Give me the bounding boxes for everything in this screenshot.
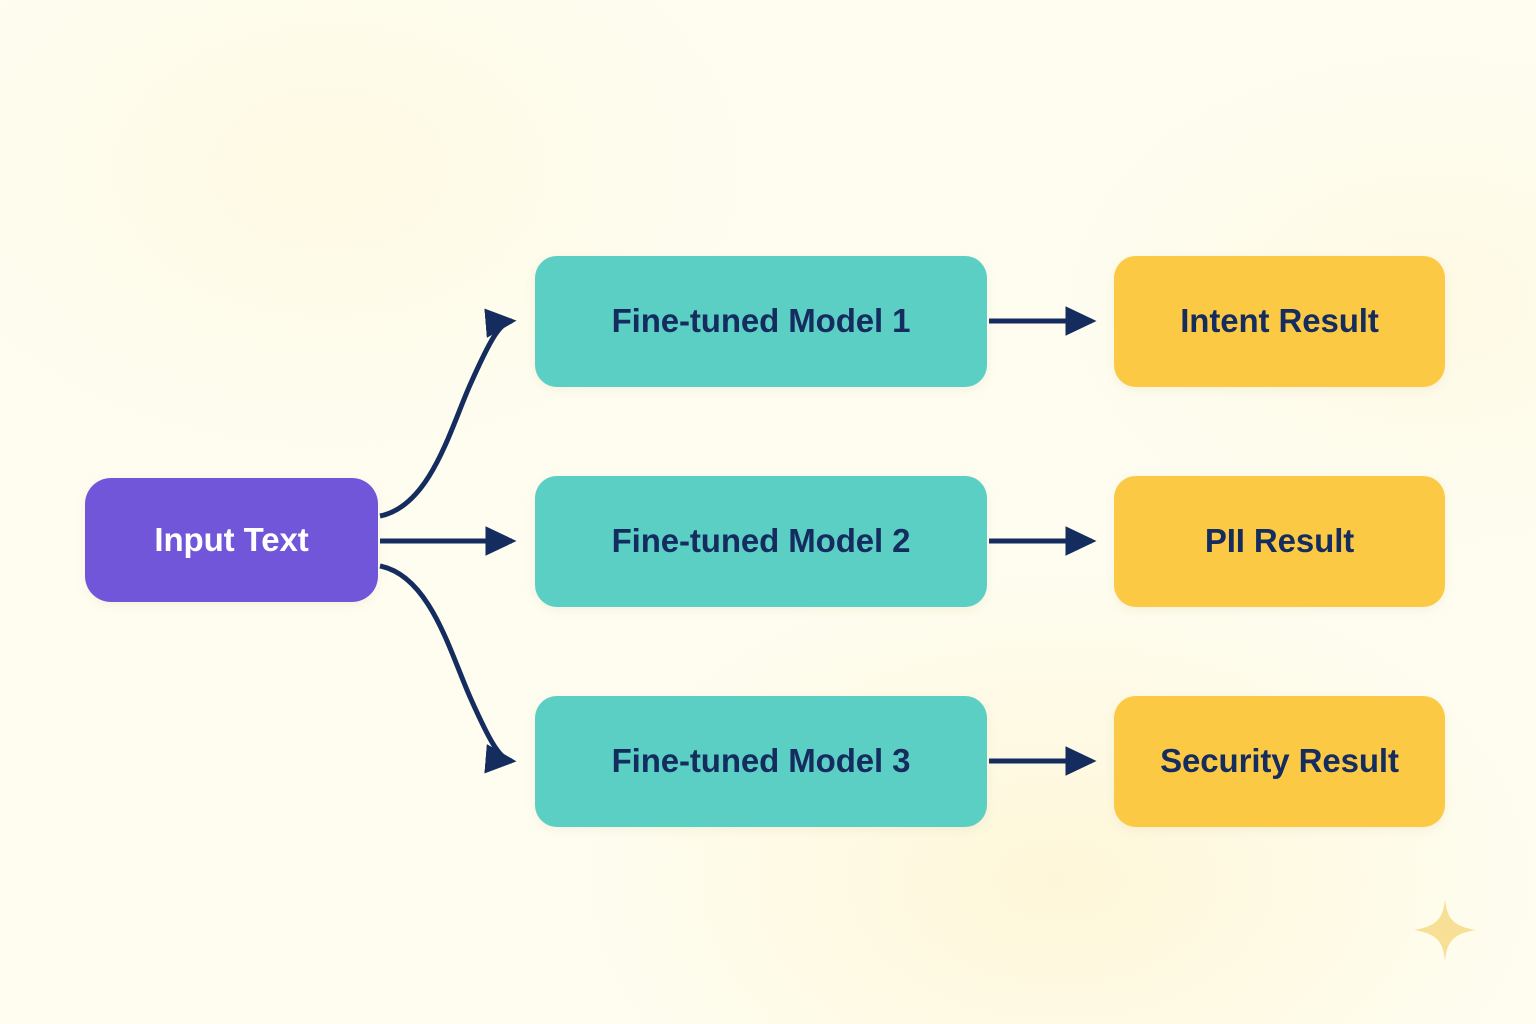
node-security-result[interactable]: Security Result bbox=[1114, 696, 1445, 827]
node-pii-result-label: PII Result bbox=[1204, 522, 1355, 560]
node-fine-tuned-model-2[interactable]: Fine-tuned Model 2 bbox=[535, 476, 987, 607]
node-security-result-label: Security Result bbox=[1160, 742, 1399, 780]
node-fine-tuned-model-1-label: Fine-tuned Model 1 bbox=[611, 302, 911, 340]
node-fine-tuned-model-3[interactable]: Fine-tuned Model 3 bbox=[535, 696, 987, 827]
node-fine-tuned-model-1[interactable]: Fine-tuned Model 1 bbox=[535, 256, 987, 387]
edge-input-to-model-1 bbox=[379, 308, 517, 519]
node-intent-result-label: Intent Result bbox=[1180, 302, 1379, 340]
node-input-text-label: Input Text bbox=[154, 520, 309, 558]
node-fine-tuned-model-2-label: Fine-tuned Model 2 bbox=[611, 522, 911, 560]
node-input-text[interactable]: Input Text bbox=[85, 478, 378, 602]
node-intent-result[interactable]: Intent Result bbox=[1114, 256, 1445, 387]
node-pii-result[interactable]: PII Result bbox=[1114, 476, 1445, 607]
node-fine-tuned-model-3-label: Fine-tuned Model 3 bbox=[611, 742, 911, 780]
sparkle-icon bbox=[1414, 899, 1476, 961]
sparkle-shape bbox=[1414, 899, 1476, 961]
edge-input-to-model-3 bbox=[379, 563, 517, 774]
